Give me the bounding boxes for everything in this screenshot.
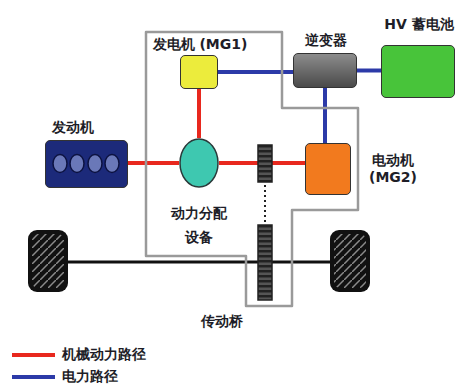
- left-wheel: [28, 230, 68, 292]
- node-label: HV 蓄电池: [384, 16, 453, 34]
- cylinder: [88, 155, 102, 173]
- power-split-ellipse: 动力分配 设备: [179, 138, 219, 188]
- motor-box: 电动机 (MG2): [305, 143, 351, 195]
- region-outline-path: [146, 32, 358, 306]
- ellipse-shape: [179, 138, 219, 188]
- node-label: 传动桥: [201, 313, 243, 331]
- node-label: 逆变器: [305, 32, 347, 50]
- mechanical-path: [128, 161, 179, 165]
- inverter-box: 逆变器: [293, 53, 357, 88]
- right-wheel: [330, 230, 370, 292]
- legend-text: 电力路径: [62, 368, 118, 384]
- node-label: 发电机 (MG1): [153, 36, 248, 54]
- battery-box: HV 蓄电池: [381, 45, 455, 98]
- cylinder: [105, 155, 119, 173]
- legend-text: 机械动力路径: [62, 346, 146, 362]
- legend-line-sample: [12, 353, 55, 357]
- node-label: 电动机 (MG2): [365, 152, 421, 187]
- engine-box: 发动机: [45, 140, 128, 188]
- cylinder: [70, 155, 84, 173]
- node-label: 发动机: [52, 119, 94, 137]
- node-label: 动力分配 设备: [167, 202, 231, 250]
- generator-box: 发电机 (MG1): [180, 55, 218, 89]
- legend-entry: 电力路径: [62, 368, 118, 386]
- electrical-path: [323, 88, 327, 143]
- legend-entry: 机械动力路径: [62, 346, 146, 364]
- mechanical-path: [197, 89, 201, 138]
- gear-bar: [258, 145, 272, 300]
- engine-cylinders: [46, 141, 126, 186]
- cylinder: [53, 155, 67, 173]
- electrical-path: [357, 69, 381, 73]
- ellipse-outline: [180, 139, 218, 187]
- legend-line-sample: [12, 375, 55, 379]
